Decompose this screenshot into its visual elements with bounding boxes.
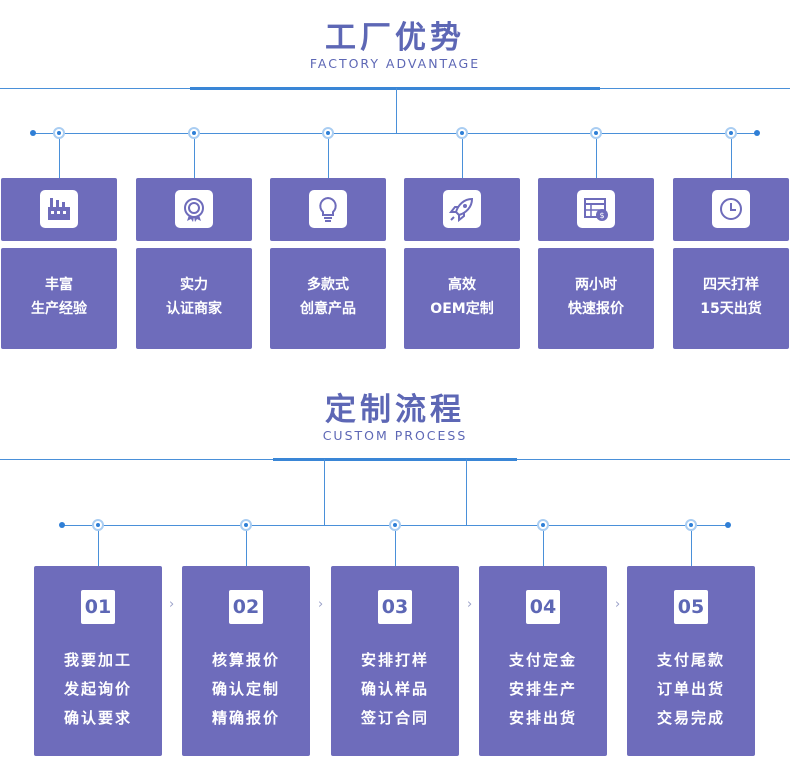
connector-line [246,525,247,566]
connector-node [92,519,104,531]
branch-end-dot [30,130,36,136]
connector-node [537,519,549,531]
advantage-line1: 丰富 [45,277,73,293]
process-step-card: 03 安排打样 确认样品 签订合同 [331,566,459,756]
process-title: 定制流程 [325,392,465,428]
connector-node [240,519,252,531]
advantage-card: 高效 OEM定制 [404,248,520,349]
advantage-icon-box [270,178,386,241]
header-accent-bar [190,87,600,90]
process-step-card: 01 我要加工 发起询价 确认要求 [34,566,162,756]
advantage-line1: 实力 [180,277,208,293]
step-line: 安排打样 [360,651,429,669]
advantage-line2: 认证商家 [166,301,222,317]
step-line: 确认要求 [63,709,132,727]
step-line: 支付定金 [508,651,577,669]
connector-line [731,133,732,178]
advantage-icon-box [673,178,789,241]
process-step-card: 05 支付尾款 订单出货 交易完成 [627,566,755,756]
advantage-line1: 四天打样 [703,277,759,293]
step-line: 支付尾款 [656,651,725,669]
lightbulb-icon [309,190,347,228]
advantage-line2: 15天出货 [700,301,762,317]
factory-icon [40,190,78,228]
branch-end-dot [725,522,731,528]
process-step-card: 02 核算报价 确认定制 精确报价 [182,566,310,756]
advantage-card: 四天打样 15天出货 [673,248,789,349]
connector-node [188,127,200,139]
chevron-right-icon: › [615,597,621,612]
advantage-icon-box: $ [538,178,654,241]
connector-node [53,127,65,139]
advantage-line1: 高效 [448,277,476,293]
advantage-line1: 多款式 [307,277,349,293]
trunk-line [466,459,467,525]
advantage-card: 实力 认证商家 [136,248,252,349]
price-calendar-icon: $ [577,190,615,228]
advantage-card: 多款式 创意产品 [270,248,386,349]
step-number: 05 [674,590,708,624]
connector-line [328,133,329,178]
connector-node [389,519,401,531]
step-line: 核算报价 [211,651,280,669]
connector-line [59,133,60,178]
step-line: 我要加工 [63,651,132,669]
advantage-line1: 两小时 [575,277,617,293]
connector-node [590,127,602,139]
branch-end-dot [754,130,760,136]
step-line: 精确报价 [211,709,280,727]
step-line: 确认定制 [211,680,280,698]
chevron-right-icon: › [467,597,473,612]
header-accent-bar [273,458,517,461]
rocket-icon [443,190,481,228]
connector-node [725,127,737,139]
step-line: 订单出货 [656,680,725,698]
connector-node [322,127,334,139]
chevron-right-icon: › [169,597,175,612]
advantage-line2: OEM定制 [430,301,494,317]
certificate-badge-icon [175,190,213,228]
branch-end-dot [59,522,65,528]
connector-node [685,519,697,531]
advantage-icon-box [136,178,252,241]
step-line: 签订合同 [360,709,429,727]
svg-text:$: $ [599,211,604,220]
step-number: 02 [229,590,263,624]
step-number: 01 [81,590,115,624]
advantage-card: 两小时 快速报价 [538,248,654,349]
connector-line [596,133,597,178]
advantage-icon-box [1,178,117,241]
advantage-card: 丰富 生产经验 [1,248,117,349]
advantage-line2: 快速报价 [568,301,624,317]
connector-line [691,525,692,566]
connector-line [194,133,195,178]
connector-line [543,525,544,566]
chevron-right-icon: › [318,597,324,612]
connector-line [98,525,99,566]
step-line: 安排出货 [508,709,577,727]
connector-line [395,525,396,566]
connector-line [462,133,463,178]
factory-title: 工厂优势 [325,20,465,56]
process-subtitle: CUSTOM PROCESS [322,428,468,443]
advantage-line2: 生产经验 [31,301,87,317]
step-line: 安排生产 [508,680,577,698]
step-line: 交易完成 [656,709,725,727]
advantage-icon-box [404,178,520,241]
step-line: 发起询价 [63,680,132,698]
process-step-card: 04 支付定金 安排生产 安排出货 [479,566,607,756]
step-number: 03 [378,590,412,624]
trunk-line [396,88,397,133]
connector-node [456,127,468,139]
clock-icon [712,190,750,228]
advantage-line2: 创意产品 [300,301,356,317]
factory-subtitle: FACTORY ADVANTAGE [309,56,481,71]
step-number: 04 [526,590,560,624]
branch-line [33,133,757,134]
trunk-line [324,459,325,525]
step-line: 确认样品 [360,680,429,698]
